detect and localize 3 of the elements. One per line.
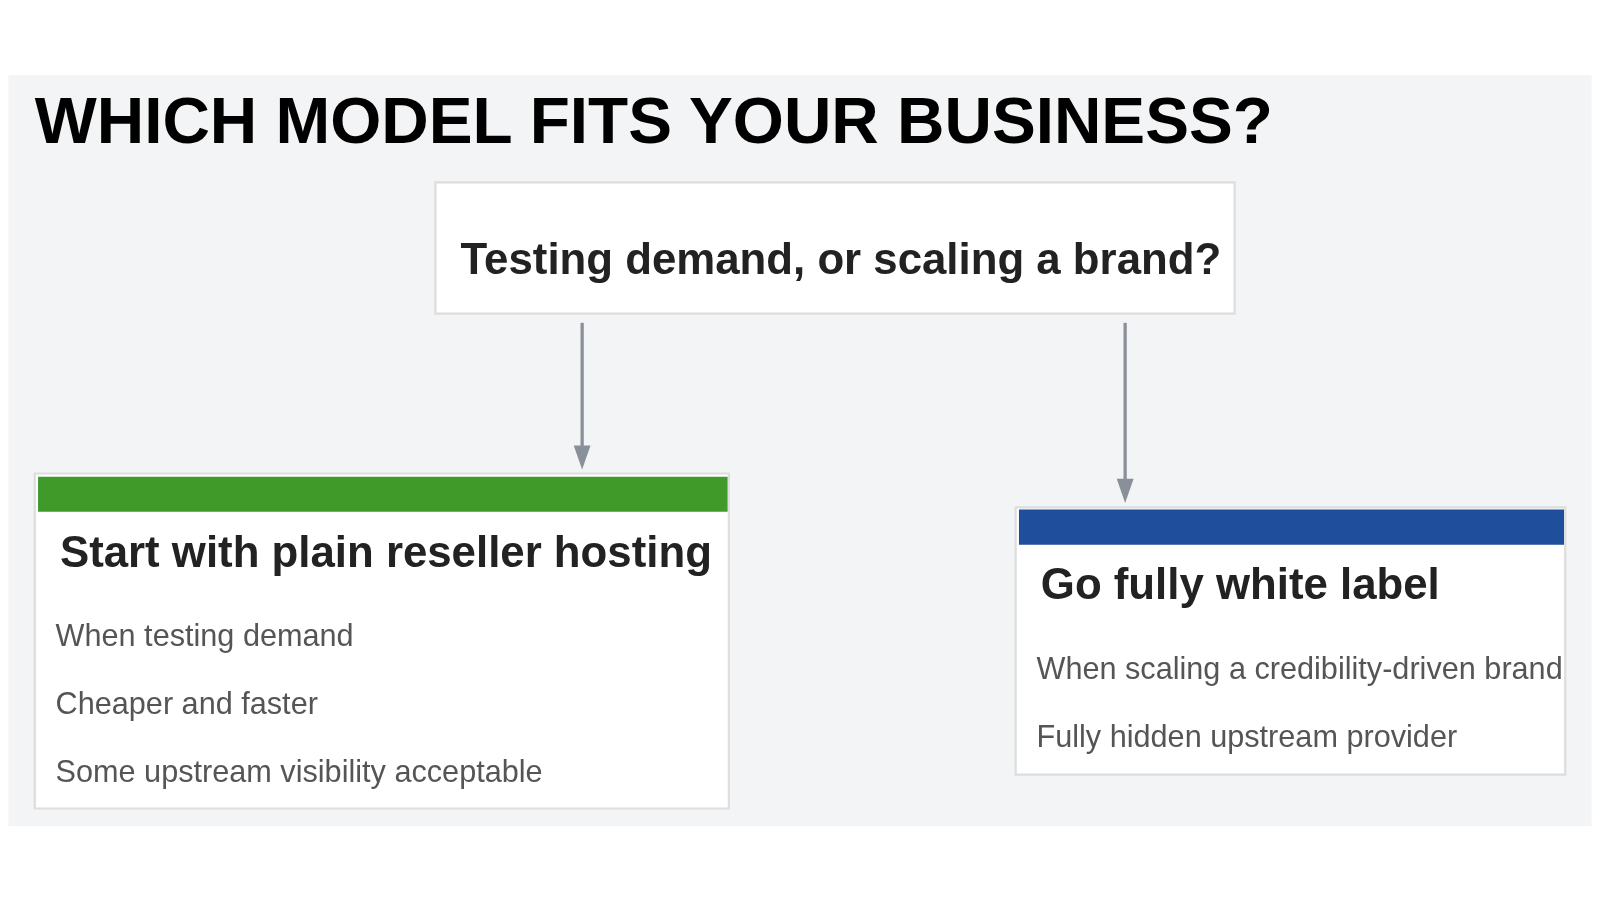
arrow [573,322,591,469]
diagram-title: WHICH MODEL FITS YOUR BUSINESS? [34,83,1273,157]
arrow [1116,322,1134,503]
